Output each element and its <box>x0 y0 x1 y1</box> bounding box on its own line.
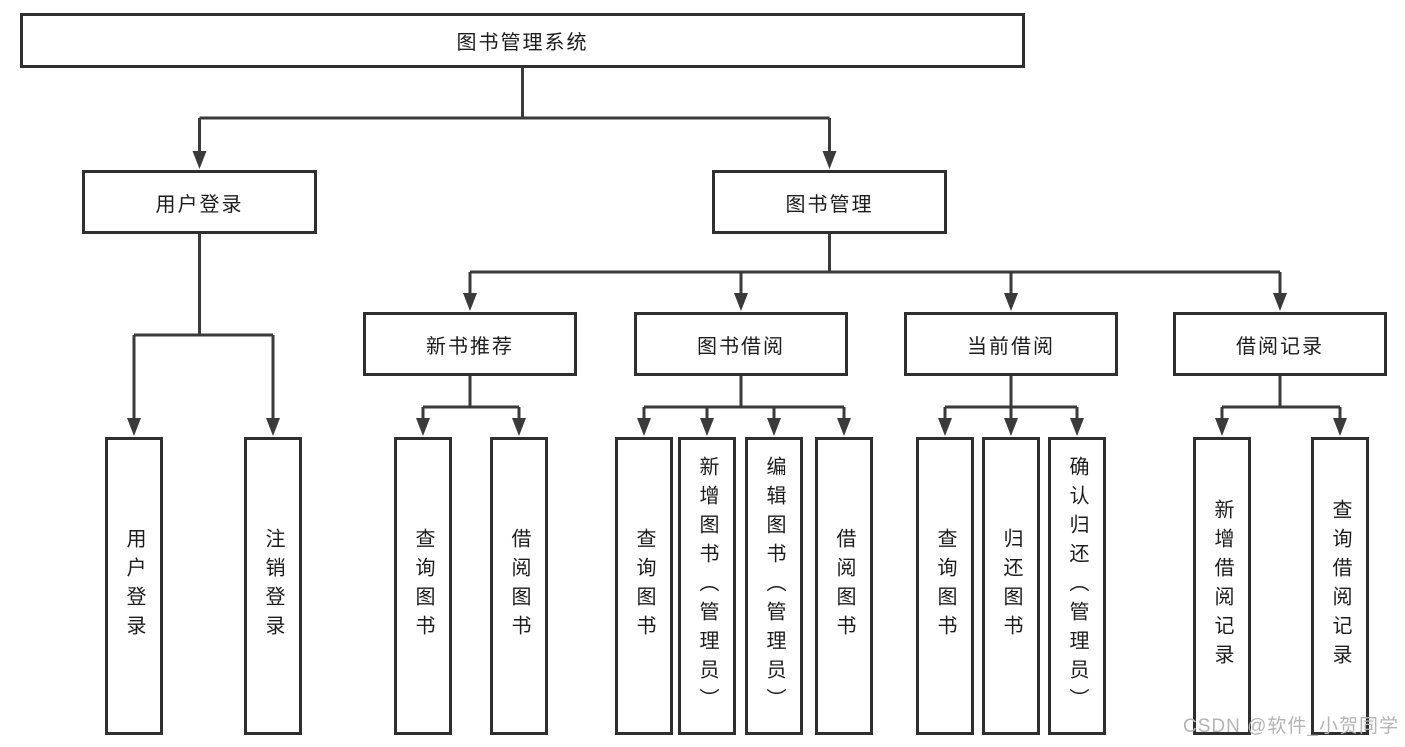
node-label: 注销登录 <box>262 528 284 644</box>
node-label: 查询图书 <box>934 528 956 644</box>
node-current-borrowing: 当前借阅 <box>904 312 1118 376</box>
leaf-query-books-current: 查询图书 <box>916 437 974 735</box>
node-root: 图书管理系统 <box>20 13 1025 68</box>
node-label: 新增图书（管理员） <box>696 455 718 717</box>
csdn-watermark: CSDN @软件_小贺同学 <box>1183 716 1399 737</box>
node-label: 归还图书 <box>1000 528 1022 644</box>
node-book-management: 图书管理 <box>712 170 947 234</box>
node-label: 新增借阅记录 <box>1211 499 1233 673</box>
leaf-confirm-return-admin: 确认归还（管理员） <box>1048 437 1106 735</box>
node-new-book-recommend: 新书推荐 <box>363 312 577 376</box>
node-label: 编辑图书（管理员） <box>763 455 785 717</box>
node-label: 用户登录 <box>155 193 244 216</box>
node-label: 图书借阅 <box>697 335 785 358</box>
arrowheads <box>127 151 1347 436</box>
leaf-user-login: 用户登录 <box>105 437 163 735</box>
node-label: 查询图书 <box>633 528 655 644</box>
leaf-borrow-books-borrowing: 借阅图书 <box>815 437 873 735</box>
node-label: 图书管理系统 <box>456 32 589 54</box>
node-label: 确认归还（管理员） <box>1066 455 1088 717</box>
leaf-borrow-books-recommend: 借阅图书 <box>490 437 548 735</box>
node-borrowing-records: 借阅记录 <box>1173 312 1387 376</box>
node-book-borrowing: 图书借阅 <box>634 312 848 376</box>
leaf-add-borrow-record: 新增借阅记录 <box>1193 437 1251 735</box>
node-label: 借阅记录 <box>1236 335 1324 358</box>
leaf-edit-book-admin: 编辑图书（管理员） <box>745 437 803 735</box>
leaf-return-book: 归还图书 <box>982 437 1040 735</box>
node-label: 新书推荐 <box>426 335 514 358</box>
node-label: 借阅图书 <box>508 528 530 644</box>
node-user-login: 用户登录 <box>82 170 317 234</box>
node-label: 图书管理 <box>785 193 874 216</box>
leaf-add-book-admin: 新增图书（管理员） <box>678 437 736 735</box>
leaf-logout: 注销登录 <box>244 437 302 735</box>
leaf-query-books-recommend: 查询图书 <box>394 437 452 735</box>
node-label: 用户登录 <box>123 528 145 644</box>
node-label: 查询图书 <box>412 528 434 644</box>
node-label: 当前借阅 <box>967 335 1055 358</box>
node-label: 借阅图书 <box>833 528 855 644</box>
leaf-query-borrow-record: 查询借阅记录 <box>1311 437 1369 735</box>
node-label: 查询借阅记录 <box>1329 499 1351 673</box>
leaf-query-books-borrowing: 查询图书 <box>615 437 673 735</box>
